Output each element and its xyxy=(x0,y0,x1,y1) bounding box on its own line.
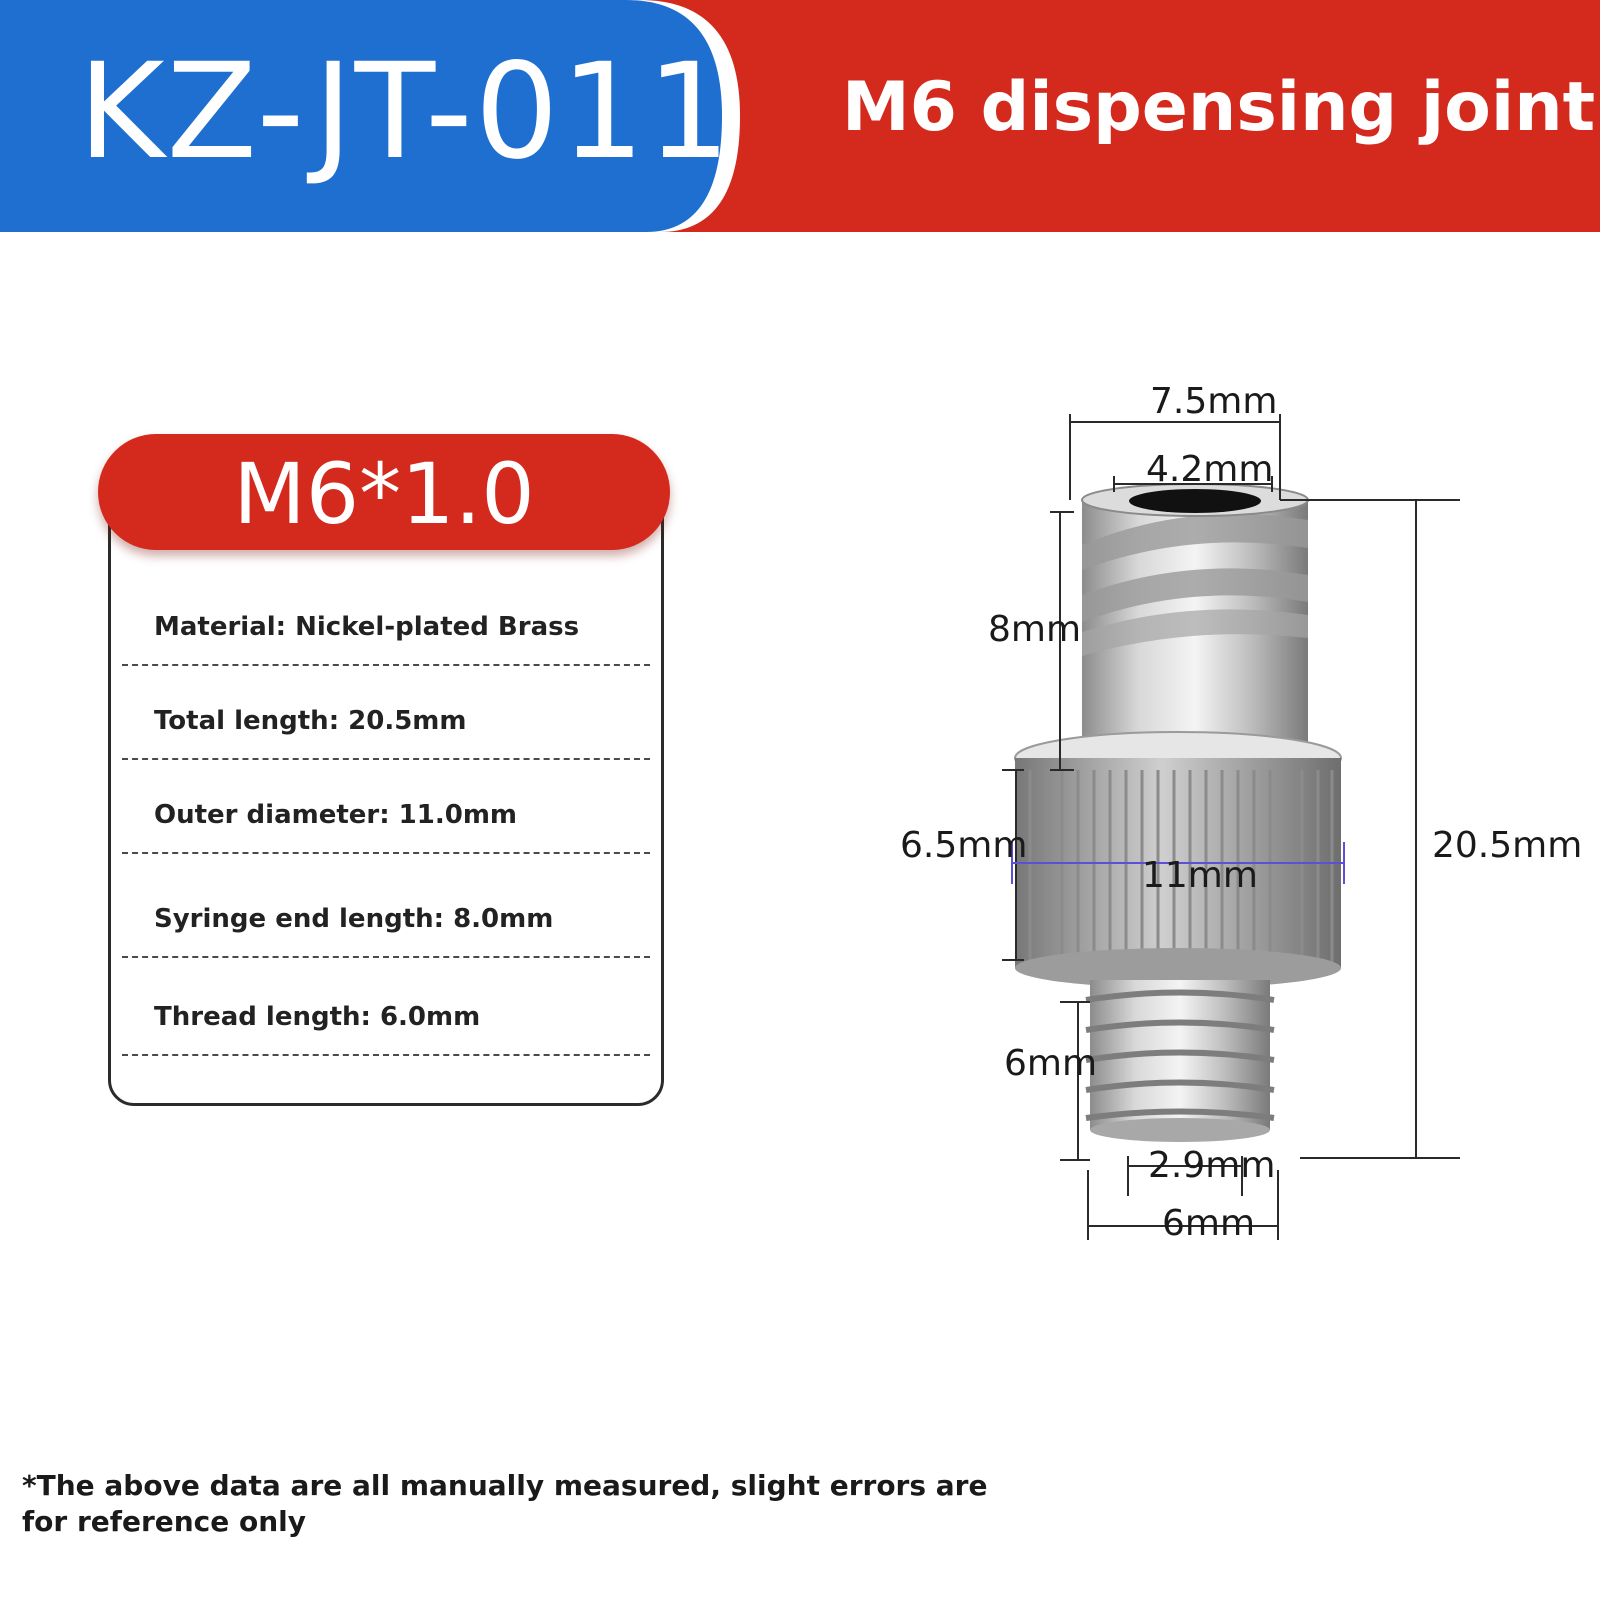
dim-thread-inner-bore: 2.9mm xyxy=(1148,1145,1276,1186)
banner-background xyxy=(0,0,1600,232)
spec-row-label: Total length: 20.5mm xyxy=(154,706,467,736)
dim-thread-length: 6mm xyxy=(1004,1043,1098,1084)
spec-row-label: Material: Nickel-plated Brass xyxy=(154,612,580,642)
spec-row-outer-diameter: Outer diameter: 11.0mm xyxy=(122,782,650,854)
spec-title-pill: M6*1.0 xyxy=(98,434,670,550)
dim-total-length: 20.5mm xyxy=(1432,825,1583,866)
spec-title: M6*1.0 xyxy=(233,445,535,543)
spec-row-material: Material: Nickel-plated Brass xyxy=(122,594,650,666)
header-banner: KZ-JT-011 M6 dispensing joint xyxy=(0,0,1600,232)
dispensing-joint-part-icon xyxy=(1002,414,1460,1240)
spec-row-label: Thread length: 6.0mm xyxy=(154,1002,481,1032)
spec-card xyxy=(108,480,664,1106)
dim-syringe-end-length: 8mm xyxy=(988,609,1082,650)
model-code: KZ-JT-011 xyxy=(78,35,733,189)
dim-knurl-diameter: 11mm xyxy=(1142,855,1258,896)
spec-row-label: Syringe end length: 8.0mm xyxy=(154,904,554,934)
dimension-diagram: 7.5mm 4.2mm 8mm 6.5mm 11mm 20.5mm 6mm 2.… xyxy=(860,370,1600,1274)
spec-row-total-length: Total length: 20.5mm xyxy=(122,688,650,760)
dim-knurl-height: 6.5mm xyxy=(900,825,1028,866)
spec-row-label: Outer diameter: 11.0mm xyxy=(154,800,518,830)
dim-top-outer-width: 7.5mm xyxy=(1150,381,1278,422)
measurement-footnote: *The above data are all manually measure… xyxy=(22,1469,988,1538)
spec-row-syringe-end-length: Syringe end length: 8.0mm xyxy=(122,886,650,958)
spec-row-thread-length: Thread length: 6.0mm xyxy=(122,984,650,1056)
dim-top-inner-bore: 4.2mm xyxy=(1146,449,1274,490)
dim-thread-diameter: 6mm xyxy=(1162,1203,1256,1244)
product-name: M6 dispensing joint xyxy=(842,68,1596,147)
